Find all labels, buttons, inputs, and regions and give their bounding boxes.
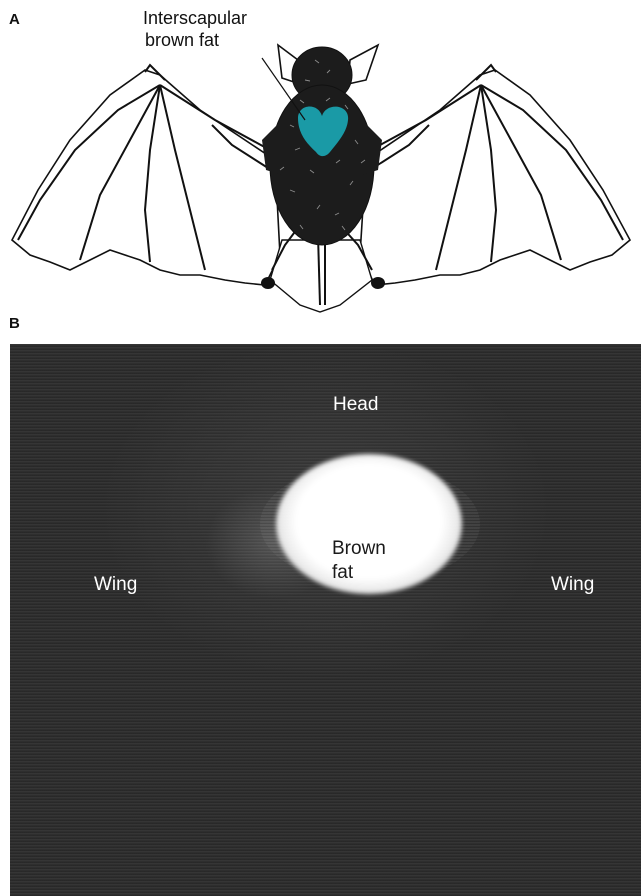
right-wing-label: Wing bbox=[551, 574, 594, 596]
callout-line-1: Interscapular bbox=[143, 7, 247, 29]
callout-line-2: brown fat bbox=[143, 29, 247, 51]
tail-membrane bbox=[270, 240, 372, 312]
panel-b-label: B bbox=[9, 315, 20, 332]
bat-illustration bbox=[0, 0, 641, 315]
brown-fat-label-line-2: fat bbox=[332, 562, 353, 584]
head-label: Head bbox=[333, 394, 378, 416]
right-ear bbox=[348, 45, 378, 84]
bat-body bbox=[270, 85, 374, 245]
left-wing-membrane bbox=[12, 70, 280, 285]
scanline-streaks bbox=[260, 464, 480, 584]
right-foot bbox=[371, 277, 385, 289]
interscapular-brown-fat-callout: Interscapular brown fat bbox=[143, 7, 247, 51]
right-wing-membrane bbox=[360, 70, 630, 285]
left-foot bbox=[261, 277, 275, 289]
left-wing-label: Wing bbox=[94, 574, 137, 596]
thermal-image: Head Brown fat Wing Wing bbox=[10, 344, 641, 896]
brown-fat-label-line-1: Brown bbox=[332, 538, 386, 560]
